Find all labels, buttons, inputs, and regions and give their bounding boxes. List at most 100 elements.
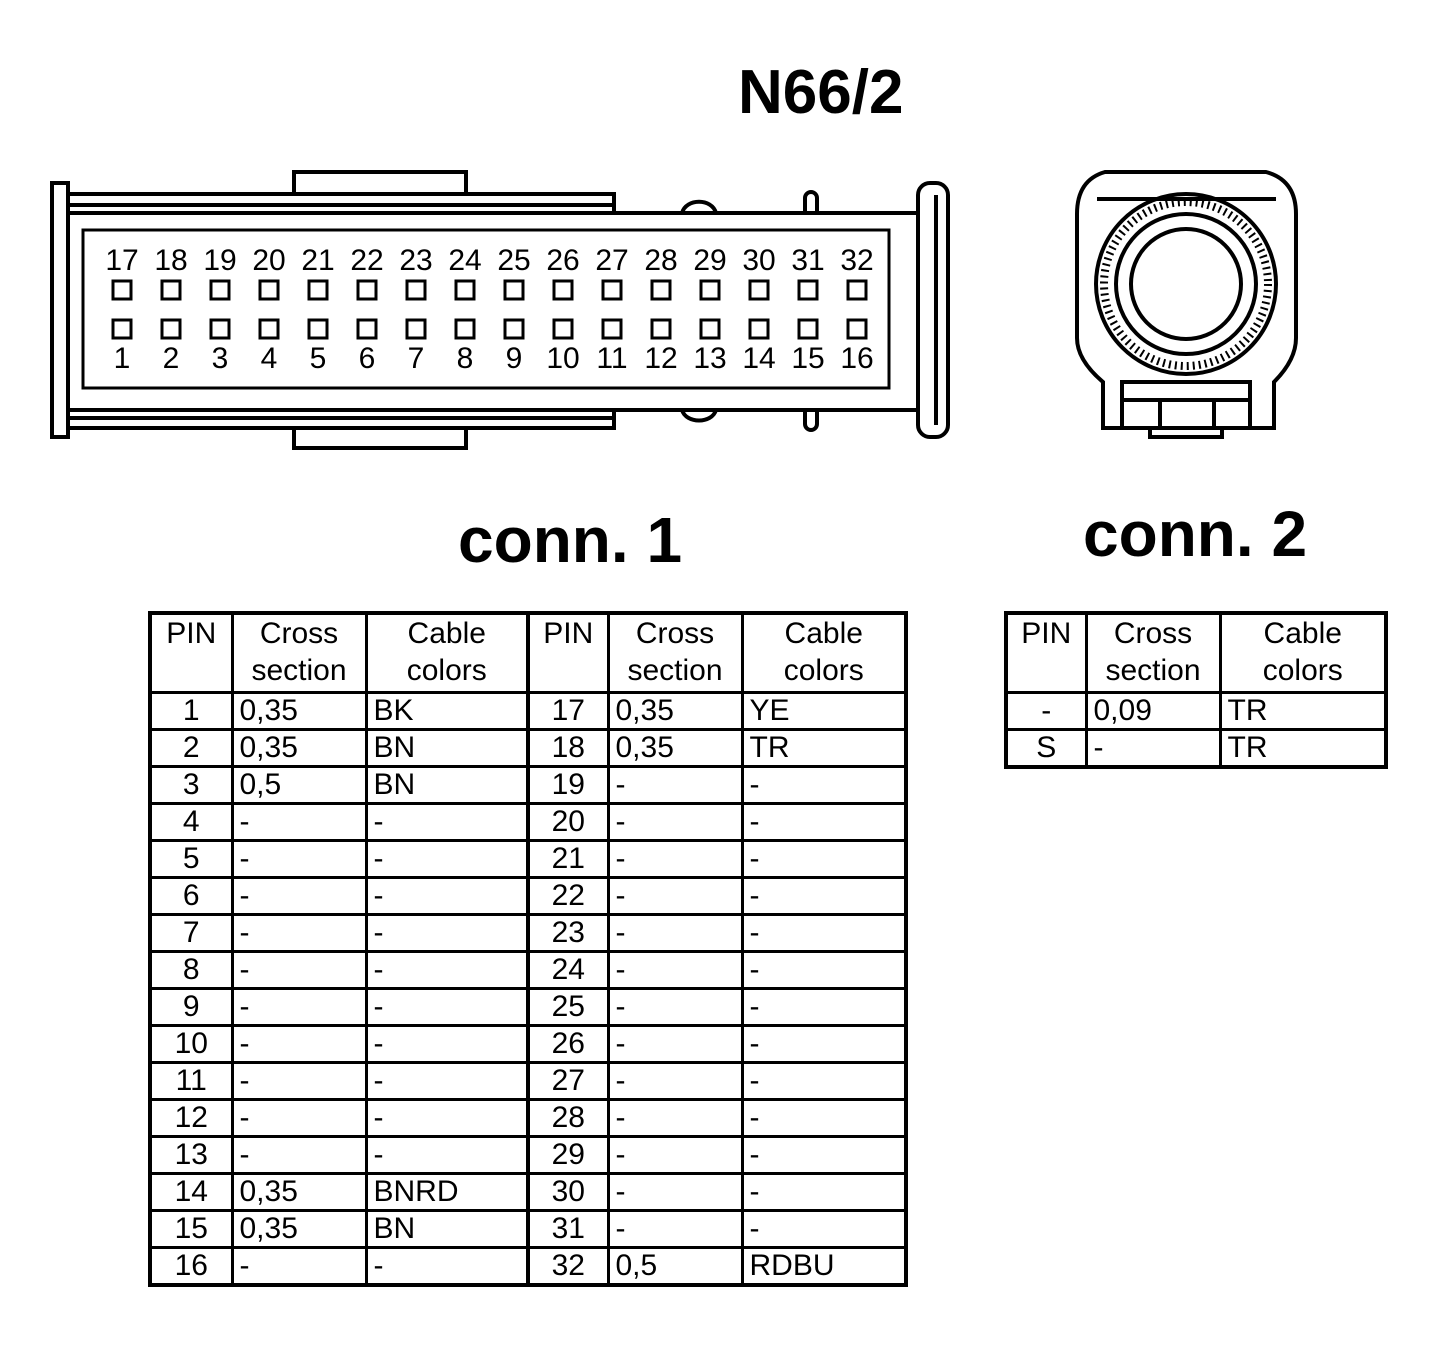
- cell-pin-a: 9: [148, 987, 234, 1027]
- cell-color-a: -: [364, 1024, 530, 1064]
- cell-color-b: -: [740, 1098, 908, 1138]
- cell-pin-a: 1: [148, 691, 234, 731]
- pin-socket: [307, 279, 329, 301]
- table-row: 13--29--: [148, 1135, 908, 1175]
- pin-socket: [846, 279, 868, 301]
- pin-socket: [650, 318, 672, 340]
- cell-pin-a: 2: [148, 728, 234, 768]
- table-row: 7--23--: [148, 913, 908, 953]
- cell-color-a: -: [364, 950, 530, 990]
- cell-color-a: -: [364, 1135, 530, 1175]
- cell-color-b: -: [740, 1209, 908, 1249]
- conn1-title: conn. 1: [458, 504, 683, 576]
- cell-pin-a: 3: [148, 765, 234, 805]
- cell-pin-b: 26: [526, 1024, 610, 1064]
- table-row: 8--24--: [148, 950, 908, 990]
- cell-pin-b: 19: [526, 765, 610, 805]
- pin-number-label: 8: [457, 342, 474, 375]
- pin-socket: [552, 279, 574, 301]
- cell-color-b: -: [740, 802, 908, 842]
- cell-color-b: -: [740, 1024, 908, 1064]
- cell-pin-b: 30: [526, 1172, 610, 1212]
- pin-number-label: 11: [596, 342, 627, 375]
- table-row: S-TR: [1004, 728, 1388, 769]
- pin-number-label: 16: [840, 342, 873, 375]
- cell-color-b: YE: [740, 691, 908, 731]
- cell-cross-b: -: [606, 1135, 744, 1175]
- pin-number-label: 12: [644, 342, 677, 375]
- cell-color-a: BK: [364, 691, 530, 731]
- conn2-title: conn. 2: [1083, 498, 1308, 570]
- pin-number-label: 27: [595, 244, 628, 277]
- cell-pin-b: 23: [526, 913, 610, 953]
- cell-cross-a: -: [230, 913, 368, 953]
- cell-cross-a: -: [230, 1024, 368, 1064]
- pin-socket: [797, 279, 819, 301]
- pin-socket: [307, 318, 329, 340]
- pin-socket: [356, 318, 378, 340]
- page-title: N66/2: [738, 58, 904, 127]
- cell-color-a: BN: [364, 765, 530, 805]
- pin-number-label: 14: [742, 342, 775, 375]
- table-row: 4--20--: [148, 802, 908, 842]
- pin-socket: [160, 318, 182, 340]
- cell-pin-b: 31: [526, 1209, 610, 1249]
- cell-cross-a: -: [230, 987, 368, 1027]
- pin-socket: [601, 318, 623, 340]
- cell-pin-a: 4: [148, 802, 234, 842]
- table-row: 12--28--: [148, 1098, 908, 1138]
- cell-color-a: -: [364, 913, 530, 953]
- cell-color-a: -: [364, 1061, 530, 1101]
- pin-socket: [209, 279, 231, 301]
- cell-color-a: BNRD: [364, 1172, 530, 1212]
- cell-pin-b: 25: [526, 987, 610, 1027]
- pin-socket: [454, 279, 476, 301]
- cell-color-a: -: [364, 987, 530, 1027]
- table-row: 6--22--: [148, 876, 908, 916]
- pin-number-label: 23: [399, 244, 432, 277]
- pin-number-label: 10: [546, 342, 579, 375]
- cell-color-a: -: [364, 802, 530, 842]
- cell-cross-a: 0,35: [230, 728, 368, 768]
- cell-color-b: RDBU: [740, 1246, 908, 1287]
- cell-pin-b: 27: [526, 1061, 610, 1101]
- pin-socket: [405, 318, 427, 340]
- cell-pin-b: 28: [526, 1098, 610, 1138]
- pin-number-label: 7: [408, 342, 425, 375]
- cell-pin-b: 18: [526, 728, 610, 768]
- pin-number-label: 32: [840, 244, 873, 277]
- cell-cross-a: -: [230, 1061, 368, 1101]
- cell-cross-a: -: [230, 802, 368, 842]
- pin-number-label: 15: [791, 342, 824, 375]
- cell-cross: -: [1084, 728, 1222, 769]
- cell-cross-a: -: [230, 1246, 368, 1287]
- cell-cross-a: 0,5: [230, 765, 368, 805]
- table-row: 10--26--: [148, 1024, 908, 1064]
- cell-pin-a: 12: [148, 1098, 234, 1138]
- pin-number-label: 26: [546, 244, 579, 277]
- cell-color-b: -: [740, 950, 908, 990]
- pin-number-label: 17: [105, 244, 138, 277]
- cell-cross-b: -: [606, 876, 744, 916]
- cell-color-a: -: [364, 1246, 530, 1287]
- pin-socket: [454, 318, 476, 340]
- pin-socket: [601, 279, 623, 301]
- cell-cross-a: -: [230, 1098, 368, 1138]
- pin-number-label: 3: [212, 342, 229, 375]
- cell-color-b: -: [740, 1172, 908, 1212]
- cell-color-b: -: [740, 1061, 908, 1101]
- cell-cross-b: -: [606, 1024, 744, 1064]
- col-header-pin-a: PIN: [148, 611, 234, 694]
- cell-cross-b: -: [606, 802, 744, 842]
- pin-socket: [552, 318, 574, 340]
- cell-cross-b: -: [606, 839, 744, 879]
- cell-cross-a: -: [230, 950, 368, 990]
- pin-socket: [405, 279, 427, 301]
